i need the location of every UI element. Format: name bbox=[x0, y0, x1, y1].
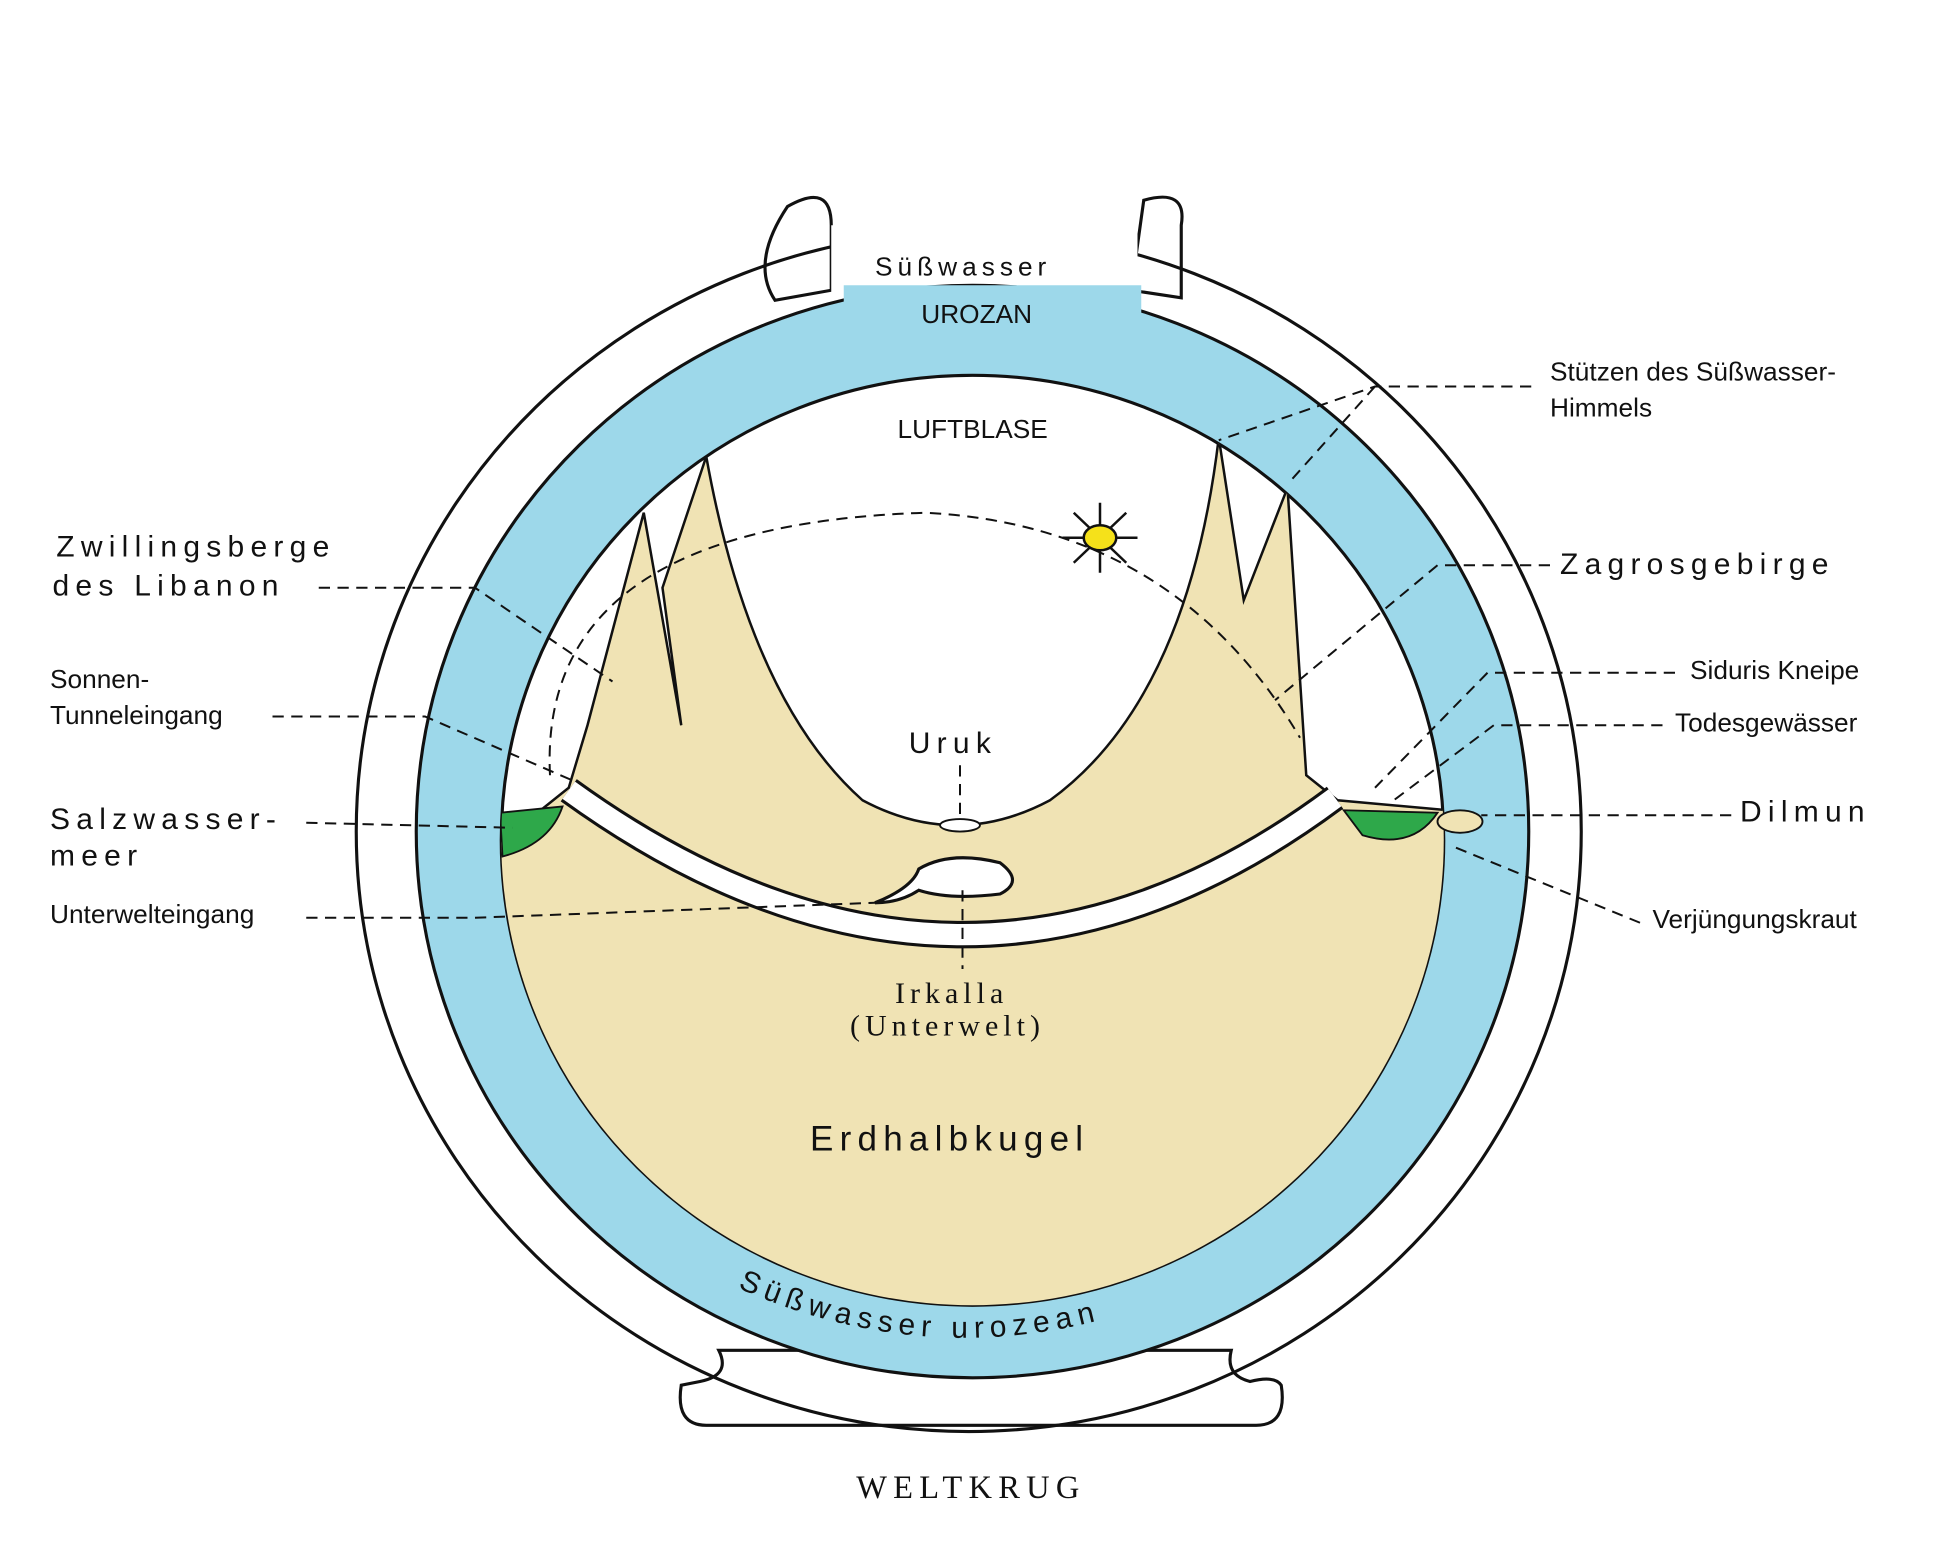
label-salz-1: Salzwasser- bbox=[50, 803, 282, 836]
label-sonnen-2: Tunneleingang bbox=[50, 700, 223, 730]
label-sonnen-1: Sonnen- bbox=[50, 664, 149, 694]
leader-lines bbox=[272, 385, 1732, 969]
irkalla-cave bbox=[874, 856, 1015, 905]
label-dilmun: Dilmun bbox=[1740, 796, 1871, 829]
label-zwillingsberge-1: Zwillingsberge bbox=[56, 531, 335, 564]
label-uruk: Uruk bbox=[909, 727, 997, 760]
salt-sea-right bbox=[1341, 809, 1440, 841]
salt-sea-left bbox=[501, 805, 564, 858]
label-zwillingsberge-2: des Libanon bbox=[53, 569, 285, 602]
label-irkalla-2: (Unterwelt) bbox=[850, 1009, 1045, 1042]
label-verjuengung: Verjüngungskraut bbox=[1653, 904, 1858, 934]
label-irkalla-1: Irkalla bbox=[895, 977, 1008, 1010]
label-erdhalbkugel: Erdhalbkugel bbox=[810, 1119, 1089, 1158]
label-todes: Todesgewässer bbox=[1675, 708, 1858, 738]
uruk-city bbox=[939, 818, 981, 833]
label-top-water: Süßwasser bbox=[875, 251, 1051, 281]
label-unterwelteingang: Unterwelteingang bbox=[50, 899, 254, 929]
diagram-title: WELTKRUG bbox=[856, 1470, 1085, 1506]
label-zagros: Zagrosgebirge bbox=[1560, 548, 1835, 581]
sun-path bbox=[548, 511, 1301, 776]
label-luftblase: LUFTBLASE bbox=[898, 414, 1048, 444]
sun-icon bbox=[1062, 502, 1138, 573]
label-salz-2: meer bbox=[50, 839, 143, 872]
label-siduri: Siduris Kneipe bbox=[1690, 655, 1859, 685]
dilmun-island bbox=[1436, 809, 1484, 834]
label-urozan: UROZAN bbox=[921, 299, 1032, 329]
label-stuetzen-2: Himmels bbox=[1550, 393, 1652, 423]
label-stuetzen-1: Stützen des Süßwasser- bbox=[1550, 356, 1836, 386]
